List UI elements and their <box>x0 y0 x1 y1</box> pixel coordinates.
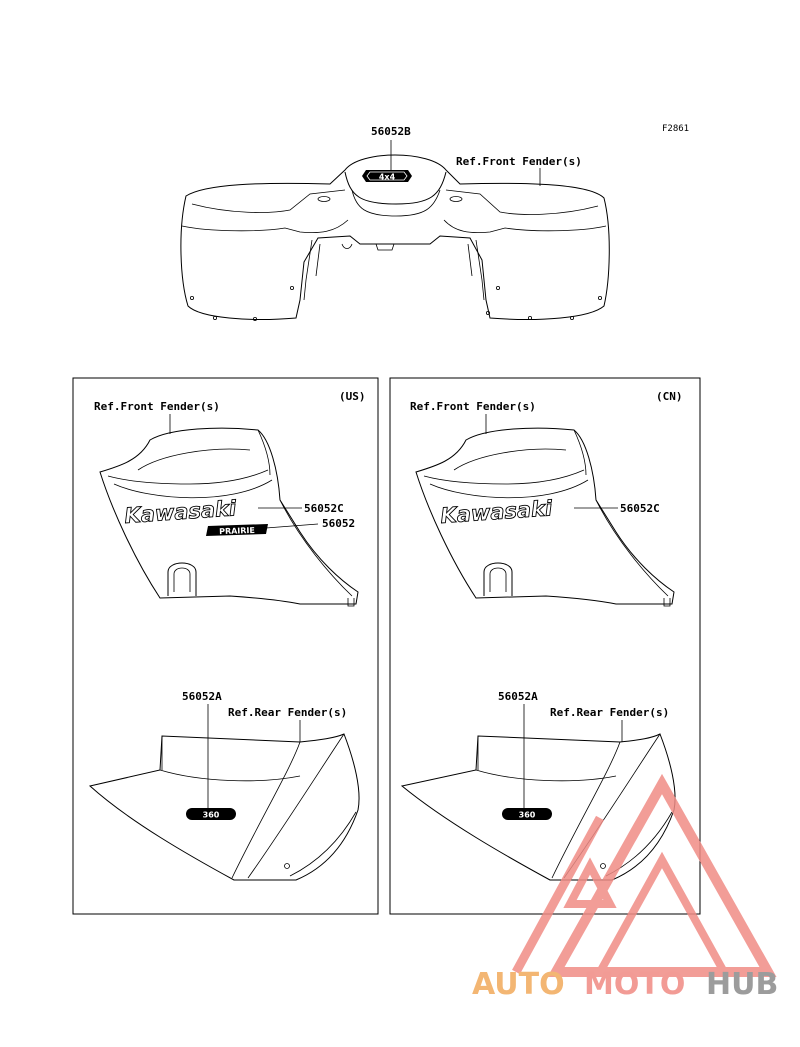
part-number-56052c-cn: 56052C <box>620 502 660 515</box>
rear-360-decal-us: 360 <box>186 808 236 820</box>
region-us: (US) <box>339 390 366 403</box>
watermark-logo <box>512 773 777 977</box>
front-fender-side-us: Kawasaki PRAIRIE <box>99 427 359 607</box>
front-fender-side-cn: Kawasaki <box>415 427 675 607</box>
part-number-56052-us: 56052 <box>322 517 355 530</box>
front-fender-top-view <box>180 154 610 321</box>
watermark-moto: MOTO <box>584 967 685 1002</box>
part-number-56052b: 56052B <box>371 125 411 138</box>
panel-us-frame <box>72 377 379 915</box>
panel-cn-frame <box>389 377 701 915</box>
ref-rear-fender-cn: Ref.Rear Fender(s) <box>550 706 669 719</box>
watermark-hub: HUB <box>706 967 778 1002</box>
4x4-badge-decal: 4x4 <box>362 170 412 182</box>
part-number-56052c-us: 56052C <box>304 502 344 515</box>
region-cn: (CN) <box>656 390 683 403</box>
kawasaki-decal-us: Kawasaki <box>124 496 238 528</box>
rear-decal-text-us: 360 <box>203 811 220 820</box>
kawasaki-decal-cn: Kawasaki <box>440 496 554 528</box>
watermark-auto: AUTO <box>472 967 565 1002</box>
ref-rear-fender-us: Ref.Rear Fender(s) <box>228 706 347 719</box>
ref-front-fender-cn: Ref.Front Fender(s) <box>410 400 536 413</box>
watermark-text: AUTO MOTO HUB <box>472 967 778 1002</box>
ref-front-fender-us: Ref.Front Fender(s) <box>94 400 220 413</box>
rear-360-decal-cn: 360 <box>502 808 552 820</box>
prairie-decal-us: PRAIRIE <box>206 524 268 536</box>
prairie-text: PRAIRIE <box>219 526 255 536</box>
part-number-56052a-us: 56052A <box>182 690 222 703</box>
part-number-56052a-cn: 56052A <box>498 690 538 703</box>
badge-text: 4x4 <box>379 173 396 182</box>
rear-decal-text-cn: 360 <box>519 811 536 820</box>
figure-code: F2861 <box>662 124 689 134</box>
ref-front-fender-top: Ref.Front Fender(s) <box>456 155 582 168</box>
rear-fender-side-cn <box>400 733 676 881</box>
rear-fender-side-us <box>88 733 360 881</box>
